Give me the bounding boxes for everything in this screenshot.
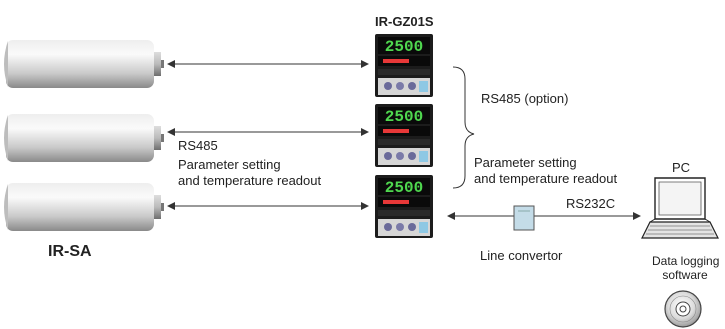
param-label-right-2: and temperature readout: [474, 171, 618, 186]
sensor-1: [4, 40, 164, 88]
controller-display: 2500: [385, 38, 423, 56]
sensor-3: [4, 183, 164, 231]
param-label-left-2: and temperature readout: [178, 173, 322, 188]
controller-1: 2500: [375, 34, 433, 97]
software-disc-icon: [664, 290, 702, 328]
sensor-model-label: IR-SA: [48, 243, 92, 260]
controller-2: 2500: [375, 104, 433, 167]
controller-3: 2500: [375, 175, 433, 238]
rs485-brace: [452, 66, 475, 189]
rs485-option-label: RS485 (option): [481, 91, 569, 106]
pc-label: PC: [672, 160, 691, 175]
sensor-2: [4, 114, 164, 162]
param-label-left-1: Parameter setting: [178, 157, 281, 172]
rs232c-label: RS232C: [566, 196, 616, 211]
line-convertor-label: Line convertor: [480, 248, 563, 263]
param-label-right-1: Parameter setting: [474, 155, 577, 170]
software-label-1: Data logging: [652, 254, 720, 268]
controller-model-label: IR-GZ01S: [375, 14, 434, 29]
line-convertor: [513, 205, 535, 231]
controller-display: 2500: [385, 179, 423, 197]
rs485-label: RS485: [178, 138, 218, 153]
software-label-2: software: [662, 268, 708, 282]
controller-display: 2500: [385, 108, 423, 126]
pc-laptop: [641, 177, 719, 239]
